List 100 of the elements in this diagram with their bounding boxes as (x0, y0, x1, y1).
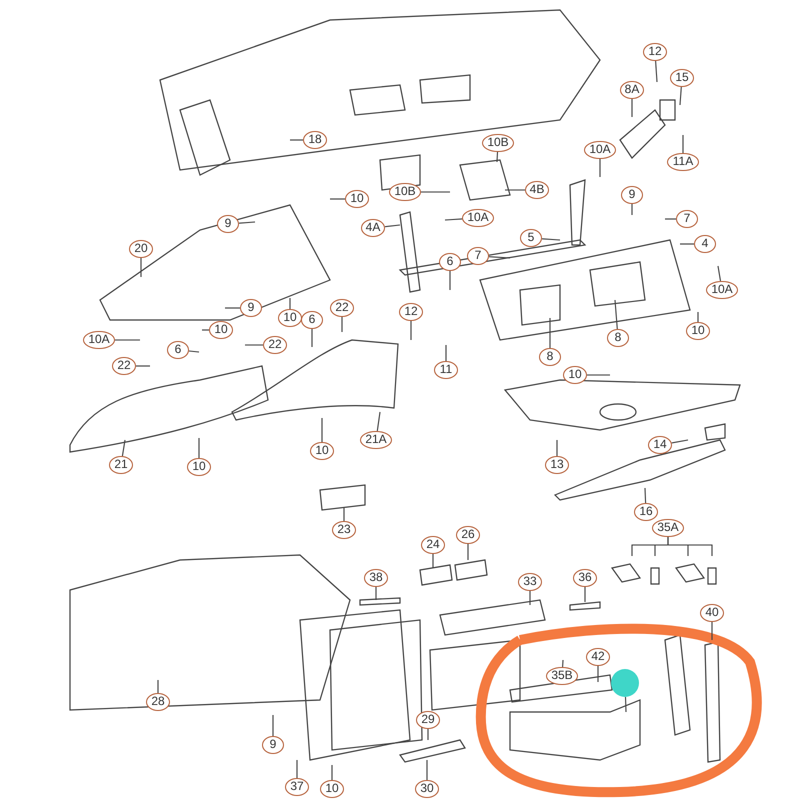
callout-number: 10 (278, 309, 302, 327)
callout-number: 35A (652, 519, 684, 537)
leader-line (562, 660, 564, 668)
callout-number: 10 (310, 442, 334, 460)
callout-number: 9 (217, 215, 239, 233)
callout-number: 18 (303, 131, 327, 149)
leader-line (410, 321, 412, 340)
leader-line (331, 765, 333, 780)
callout-number: 10A (83, 331, 115, 349)
leader-line (667, 537, 713, 556)
leader-line (624, 696, 627, 712)
callout-number: 4A (361, 219, 385, 237)
leader-line (542, 238, 560, 241)
leader-line (444, 218, 462, 221)
callout-number: 10B (389, 183, 421, 201)
callout-number: 26 (456, 526, 480, 544)
leader-line (496, 152, 498, 162)
leader-line (549, 318, 551, 348)
leader-line (597, 666, 599, 682)
callout-number: 10 (345, 190, 369, 208)
leader-line (672, 439, 688, 444)
leader-line (614, 300, 618, 330)
callout-number: 9 (240, 299, 262, 317)
callout-number: 22 (112, 357, 136, 375)
leader-line (717, 266, 722, 282)
leader-line (114, 339, 140, 341)
callout-number: 37 (285, 778, 309, 796)
callout-number: 13 (545, 456, 569, 474)
callout-number: 6 (167, 341, 189, 359)
leader-line (296, 760, 298, 778)
callout-number: 10A (706, 281, 738, 299)
callout-number: 8 (607, 329, 629, 347)
callout-number: 24 (421, 536, 445, 554)
leader-line (136, 365, 150, 367)
leader-line (445, 345, 447, 361)
callout-number: 12 (643, 43, 667, 61)
leader-line (245, 344, 263, 346)
leader-line (697, 312, 699, 322)
highlight-dot (611, 669, 639, 697)
callout-number: 9 (621, 186, 643, 204)
callout-number: 30 (415, 780, 439, 798)
callout-number: 22 (330, 299, 354, 317)
leader-line (376, 412, 381, 432)
leader-line (311, 329, 313, 347)
callout-number: 10B (482, 134, 514, 152)
leader-line (680, 243, 694, 245)
leader-line (655, 60, 658, 82)
leader-line (289, 298, 291, 309)
leader-line (556, 440, 558, 456)
leader-line (202, 329, 209, 331)
callout-number: 8A (620, 81, 644, 99)
leader-line (529, 591, 531, 605)
leader-line (188, 350, 200, 353)
leader-line (505, 189, 525, 191)
callout-number: 10 (187, 458, 211, 476)
leader-line (238, 221, 256, 224)
leader-line (711, 622, 713, 640)
callout-number: 21A (360, 431, 392, 449)
callout-number: 8 (539, 348, 561, 366)
callout-number: 10 (686, 322, 710, 340)
leader-line (432, 554, 434, 568)
leader-line (426, 760, 428, 780)
callout-number: 7 (676, 210, 698, 228)
leader-line (384, 224, 400, 228)
leader-line (375, 587, 377, 600)
leader-line (599, 159, 601, 177)
leader-line (631, 204, 633, 215)
callout-number: 6 (301, 311, 323, 329)
callout-number: 6 (439, 253, 461, 271)
leader-line (321, 418, 323, 442)
callout-number: 15 (670, 69, 694, 87)
leader-line (682, 135, 684, 153)
leader-line (427, 729, 429, 740)
callout-number: 33 (518, 573, 542, 591)
callout-number: 35B (546, 667, 578, 685)
leader-line (198, 438, 200, 458)
callout-number: 7 (467, 247, 489, 265)
callout-number: 4B (525, 181, 549, 199)
callout-number: 23 (332, 521, 356, 539)
leader-line (644, 488, 646, 504)
callout-number: 10 (563, 366, 587, 384)
leader-line (420, 191, 450, 193)
callout-number: 16 (634, 503, 658, 521)
callout-number: 10 (209, 321, 233, 339)
callout-number: 14 (648, 436, 672, 454)
callout-number: 20 (129, 240, 153, 258)
leader-line (122, 440, 126, 456)
leader-line (467, 544, 469, 560)
callout-number: 10A (462, 209, 494, 227)
callout-number: 22 (263, 336, 287, 354)
callout-number: 10A (584, 141, 616, 159)
callout-number: 28 (146, 693, 170, 711)
leader-line (272, 715, 274, 736)
leader-line (330, 198, 345, 200)
callout-number: 42 (586, 648, 610, 666)
callout-number: 38 (364, 569, 388, 587)
callout-number: 36 (573, 569, 597, 587)
leader-line (587, 374, 610, 376)
leader-line (679, 86, 682, 106)
callout-number: 11A (667, 153, 699, 171)
